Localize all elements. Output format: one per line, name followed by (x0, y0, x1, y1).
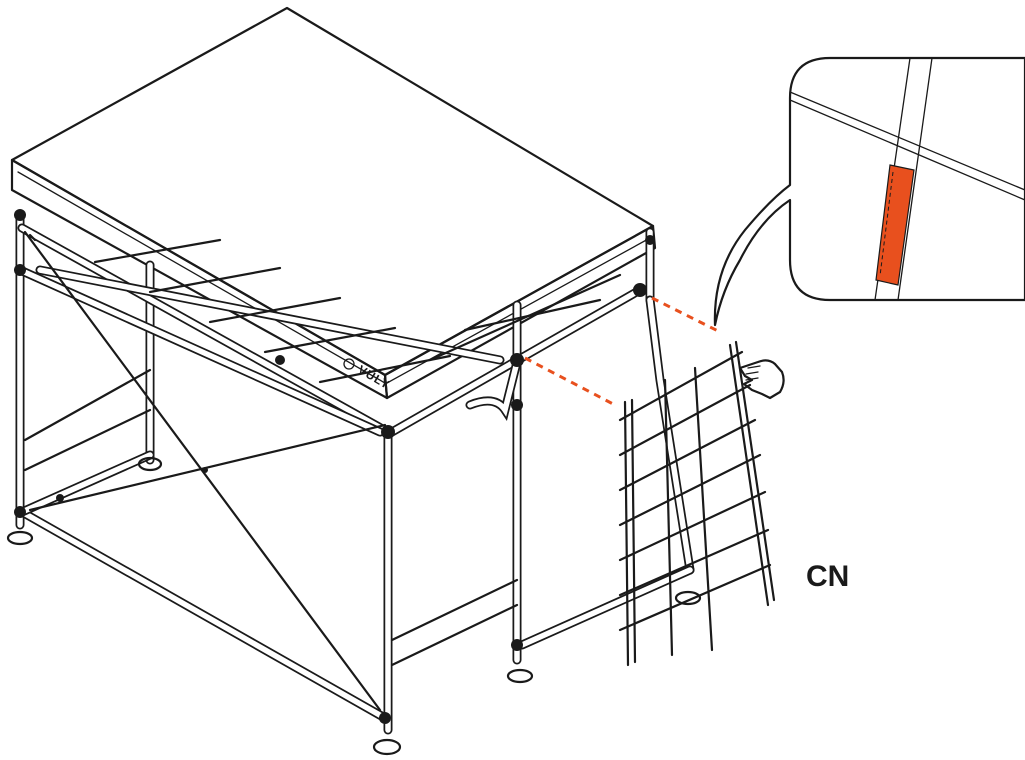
callout-bubble (713, 56, 1025, 327)
roof-right-skirt (383, 224, 657, 400)
frame-joints (14, 209, 655, 724)
brand-text: VULY (356, 362, 393, 392)
guide-left (524, 356, 616, 407)
top-rails (15, 223, 645, 437)
zoom-callout (713, 56, 1025, 327)
highlight-marker (875, 164, 915, 286)
grid-panel (618, 340, 776, 667)
roof-slats (93, 238, 622, 384)
figure-label: CN (806, 560, 849, 593)
lower-rails (17, 368, 695, 723)
alignment-guides (524, 296, 721, 407)
hand-pointer-icon (738, 359, 785, 400)
pole-back-right-lower (645, 295, 695, 575)
guide-right (651, 296, 721, 334)
frame-feet (6, 456, 702, 756)
roof-top-surface (10, 6, 655, 377)
roof-inner-edge-front (17, 171, 386, 384)
